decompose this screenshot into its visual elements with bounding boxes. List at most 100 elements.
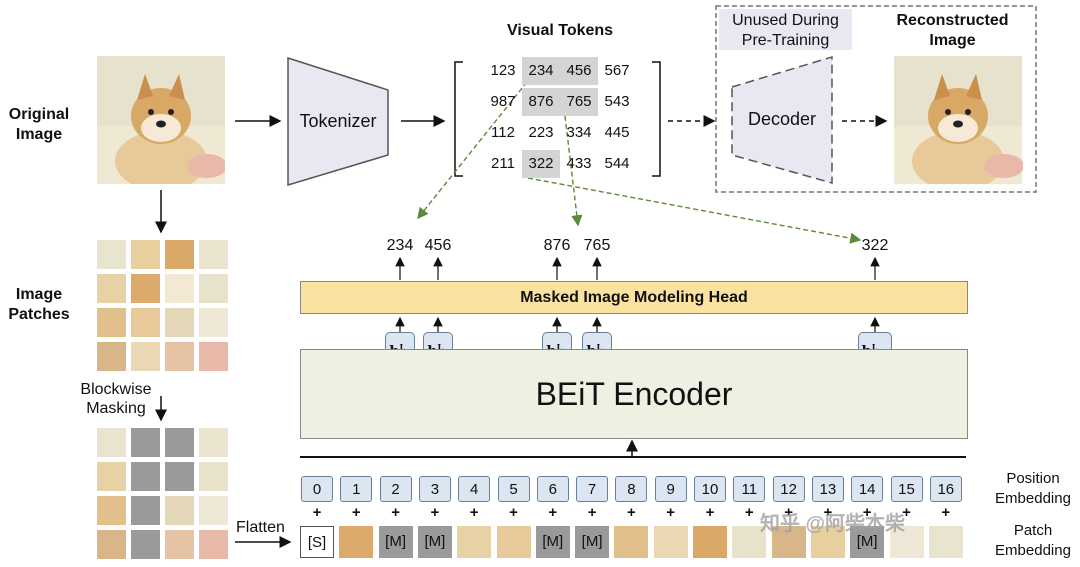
position-embedding-3: 3: [418, 476, 451, 502]
image-patch: [165, 342, 194, 371]
image-patches-grid: [97, 240, 228, 371]
image-patch: [165, 274, 194, 303]
token-correspondence-arrows: [417, 81, 862, 244]
position-embedding-12: 12: [772, 476, 805, 502]
predicted-token: 765: [583, 237, 611, 254]
masked-patches-grid: [97, 428, 228, 559]
mask-token: [M]: [378, 526, 413, 558]
predicted-token: 456: [424, 237, 452, 254]
position-embedding-1: 1: [340, 476, 373, 502]
masked-patch: [131, 462, 160, 491]
position-embedding-8: 8: [615, 476, 648, 502]
position-embedding-11: 11: [733, 476, 766, 502]
position-embedding-label: Position Embedding: [995, 470, 1071, 507]
tokenizer-shape: [287, 56, 389, 187]
flatten-label: Flatten: [236, 519, 285, 536]
visual-token: 334: [566, 124, 592, 141]
position-embedding-9: 9: [654, 476, 687, 502]
position-embedding-16: 16: [929, 476, 962, 502]
visual-token: 567: [604, 62, 630, 79]
predicted-token: 876: [543, 237, 571, 254]
matrix-right-bracket: [652, 61, 661, 177]
blockwise-masking-label: Blockwise Masking: [80, 381, 152, 417]
image-patch: [97, 308, 126, 337]
original-image-label: Original Image: [8, 106, 70, 143]
patch-embedding: [810, 526, 845, 558]
plus-sign: +: [823, 504, 833, 521]
image-patch: [199, 308, 228, 337]
image-patch: [199, 530, 228, 559]
image-patch: [131, 240, 160, 269]
plus-sign: +: [351, 504, 361, 521]
position-embedding-0: 0: [301, 476, 333, 502]
decoder-shape: [731, 55, 833, 184]
position-embedding-10: 10: [694, 476, 726, 502]
image-patch: [165, 496, 194, 525]
image-patch: [97, 240, 126, 269]
unused-label-bg: [719, 9, 852, 50]
image-patch: [199, 462, 228, 491]
visual-token: 765: [560, 88, 598, 116]
plus-sign: +: [391, 504, 400, 521]
unused-label: Unused During Pre-Training: [732, 12, 839, 49]
start-token: [S]: [300, 526, 334, 558]
patch-embedding: [889, 526, 924, 558]
plus-sign: +: [469, 504, 479, 521]
image-patch: [131, 274, 160, 303]
patch-embedding: [928, 526, 963, 558]
image-patch: [165, 530, 194, 559]
plus-sign: +: [941, 504, 951, 521]
plus-sign: +: [862, 504, 872, 521]
position-embedding-7: 7: [576, 476, 609, 502]
position-embedding-15: 15: [890, 476, 923, 502]
patch-embedding: [339, 526, 374, 558]
plus-sign: +: [312, 504, 322, 521]
position-embedding-14: 14: [851, 476, 884, 502]
plus-sign: +: [430, 504, 440, 521]
patch-embedding: [653, 526, 688, 558]
visual-token: 123: [490, 62, 516, 79]
mim-head: Masked Image Modeling Head: [300, 281, 968, 314]
visual-tokens-title: Visual Tokens: [506, 22, 614, 39]
plus-sign: +: [744, 504, 754, 521]
unused-box: [715, 5, 1037, 193]
image-patch: [97, 274, 126, 303]
image-patch: [97, 496, 126, 525]
visual-token: 456: [560, 57, 598, 85]
plus-sign: +: [509, 504, 518, 521]
image-patch: [199, 240, 228, 269]
patch-embedding: [732, 526, 767, 558]
head-to-output-arrows: [395, 256, 880, 280]
image-patch: [131, 342, 160, 371]
patch-embedding-label: Patch Embedding: [995, 522, 1071, 559]
dog-reconstructed-icon: [894, 56, 1023, 184]
patch-embedding: [614, 526, 649, 558]
image-patch: [97, 342, 126, 371]
plus-sign: +: [902, 504, 911, 521]
plus-sign: +: [587, 504, 597, 521]
patch-embedding: [457, 526, 492, 558]
plus-sign: +: [627, 504, 636, 521]
plus-sign: +: [548, 504, 558, 521]
mask-token: [M]: [575, 526, 610, 558]
visual-token: 544: [604, 155, 630, 172]
visual-token: 987: [490, 93, 516, 110]
predicted-token: 322: [861, 237, 889, 254]
masked-patch: [131, 496, 160, 525]
predicted-token: 234: [386, 237, 414, 254]
patch-embedding: [693, 526, 727, 558]
plus-sign: +: [784, 504, 793, 521]
position-embedding-4: 4: [458, 476, 491, 502]
decoder-label: Decoder: [747, 109, 817, 129]
matrix-left-bracket: [454, 61, 463, 177]
image-patch: [97, 462, 126, 491]
reconstructed-image: [893, 56, 1023, 184]
image-patch: [165, 308, 194, 337]
patch-embedding: [496, 526, 531, 558]
masked-patch: [131, 530, 160, 559]
image-patch: [131, 308, 160, 337]
hidden-to-head-arrows: [395, 316, 880, 332]
dog-picture-icon: [97, 56, 225, 184]
mask-token: [M]: [417, 526, 452, 558]
